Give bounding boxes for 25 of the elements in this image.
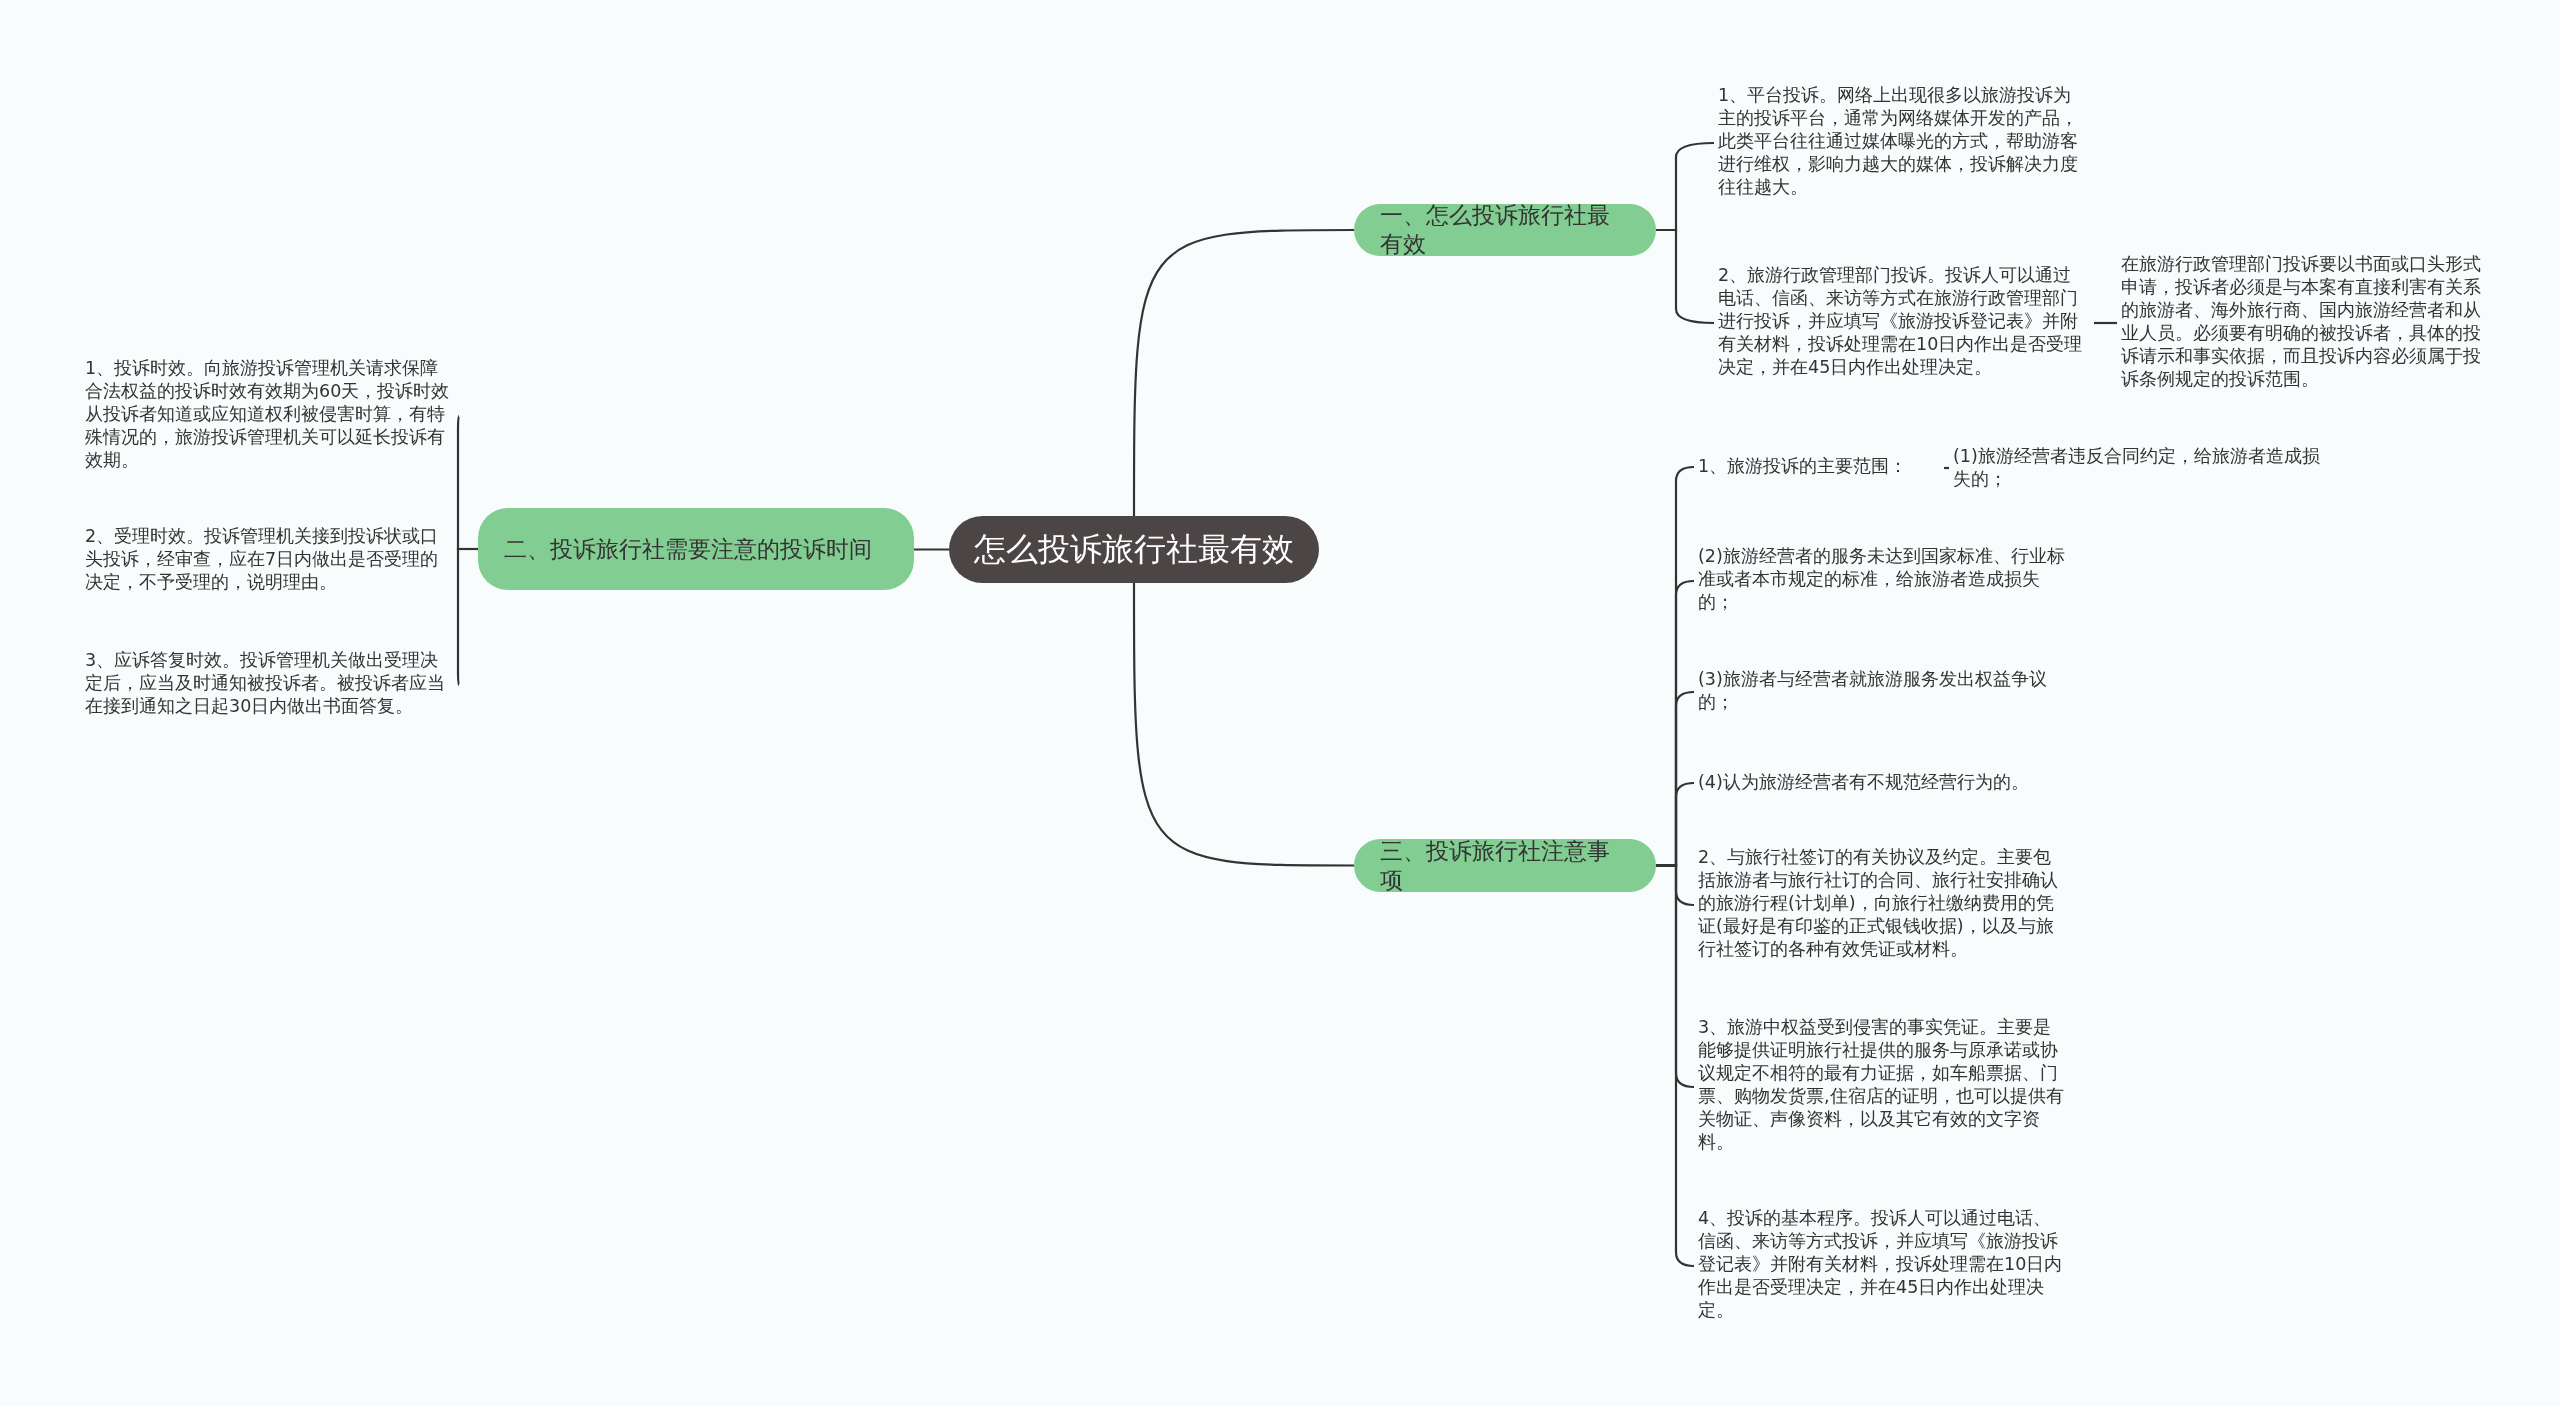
topic-text: (1)旅游经营者违反合同约定，给旅游者造成损失的；	[1953, 445, 2323, 493]
topic-text: 2、旅游行政管理部门投诉。投诉人可以通过电话、信函、来访等方式在旅游行政管理部门进行投诉，并应填写《旅游投诉登记表》并附有关材料，投诉处理需在10日内作出是否受理决定，并在45日内作出处理决定。	[1718, 264, 2088, 382]
topic-pill: 一、怎么投诉旅行社最有效	[1354, 204, 1656, 256]
topic-text: (3)旅游者与经营者就旅游服务发出权益争议的；	[1698, 668, 2068, 716]
topic-text: (2)旅游经营者的服务未达到国家标准、行业标准或者本市规定的标准，给旅游者造成损失的；	[1698, 545, 2068, 617]
topic-text: 4、投诉的基本程序。投诉人可以通过电话、信函、来访等方式投诉，并应填写《旅游投诉登记表》并附有关材料，投诉处理需在10日内作出是否受理决定，并在45日内作出处理决定。	[1698, 1207, 2068, 1325]
topic-text: 3、应诉答复时效。投诉管理机关做出受理决定后，应当及时通知被投诉者。被投诉者应当在接到通知之日起30日内做出书面答复。	[85, 649, 455, 721]
topic-pill: 三、投诉旅行社注意事项	[1354, 839, 1656, 892]
topic-text: 1、平台投诉。网络上出现很多以旅游投诉为主的投诉平台，通常为网络媒体开发的产品，此类平台往往通过媒体曝光的方式，帮助游客进行维权，影响力越大的媒体，投诉解决力度往往越大。	[1718, 84, 2088, 202]
connector-line	[914, 548, 949, 551]
topic-text: 1、投诉时效。向旅游投诉管理机关请求保障合法权益的投诉时效有效期为60天，投诉时效从投诉者知道或应知道权利被侵害时算，有特殊情况的，旅游投诉管理机关可以延长投诉有效期。	[85, 357, 455, 475]
topic-text: 在旅游行政管理部门投诉要以书面或口头形式申请，投诉者必须是与本案有直接利害有关系的旅游者、海外旅行商、国内旅游经营者和从业人员。必须要有明确的被投诉者，具体的投诉请示和事实依据，而且投诉内容必须属于投诉条例规定的投诉范围。	[2121, 253, 2491, 395]
connector-line	[456, 547, 478, 686]
connector-line	[1132, 228, 1354, 516]
topic-text: 1、旅游投诉的主要范围：	[1698, 455, 1938, 481]
connector-line	[1656, 864, 1695, 1268]
topic-text: 3、旅游中权益受到侵害的事实凭证。主要是能够提供证明旅行社提供的服务与原承诺或协议规定不相符的最有力证据，如车船票据、门票、购物发货票,住宿店的证明，也可以提供有关物证、声像资料，以及其它有效的文字资料。	[1698, 1016, 2068, 1158]
topic-text: 2、与旅行社签订的有关协议及约定。主要包括旅游者与旅行社订的合同、旅行社安排确认的旅游行程(计划单)，向旅行社缴纳费用的凭证(最好是有印鉴的正式银钱收据)，以及与旅行社签订的各种有效凭证或材料。	[1698, 846, 2068, 964]
connector-line	[1132, 583, 1354, 867]
topic-text: 2、受理时效。投诉管理机关接到投诉状或口头投诉，经审查，应在7日内做出是否受理的决定，不予受理的，说明理由。	[85, 525, 455, 597]
root-topic: 怎么投诉旅行社最有效	[949, 516, 1319, 583]
topic-pill: 二、投诉旅行社需要注意的投诉时间	[478, 508, 914, 590]
connector-line	[1944, 466, 1949, 470]
connector-line	[2094, 321, 2117, 325]
topic-text: (4)认为旅游经营者有不规范经营行为的。	[1698, 771, 2068, 797]
